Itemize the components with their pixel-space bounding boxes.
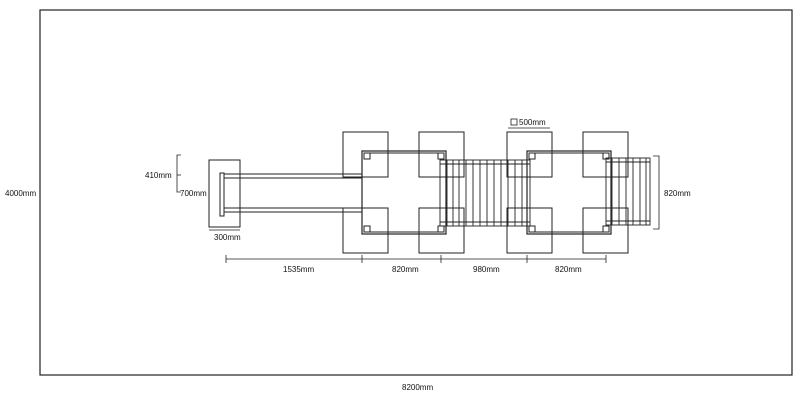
label-total-height: 4000mm [5,189,36,198]
dimension-lines [176,127,660,263]
post-right2-bottom-outer [582,207,629,254]
left-arms [224,173,362,213]
left-frame [361,150,447,235]
right-grille [605,157,651,226]
label-left-box-300: 300mm [214,233,241,242]
right-frame-corner-bl [528,225,536,233]
label-offset-410: 410mm [145,171,172,180]
post-right1-bottom-outer [506,207,553,254]
left-post-group [342,131,465,254]
label-span-980: 980mm [473,265,500,274]
bellows [439,159,531,227]
right-frame [526,150,612,235]
left-frame-corner-tr [437,152,445,160]
left-frame-corner-bl [363,225,371,233]
outer-boundary [39,9,793,376]
post-left-bottom-outer [342,207,389,254]
label-span-1535: 1535mm [283,265,314,274]
left-box [208,159,241,228]
right-post-group [506,131,629,254]
post-left-top-outer [342,131,389,178]
label-post-size-500: 500mm [519,118,546,127]
label-right-height-820: 820mm [664,189,691,198]
left-box-inner [219,172,225,217]
right-frame-corner-br [602,225,610,233]
label-span-820-left: 820mm [392,265,419,274]
post-mid-bottom-outer [418,207,465,254]
label-span-820-right: 820mm [555,265,582,274]
left-frame-corner-tl [363,152,371,160]
post-right2-top-outer [582,131,629,178]
left-frame-corner-br [437,225,445,233]
post-mid-top-outer [418,131,465,178]
label-total-width: 8200mm [402,383,433,392]
post-size-square-icon [510,118,518,126]
label-arm-spacing-700: 700mm [180,189,207,198]
post-right1-top-outer [506,131,553,178]
right-frame-corner-tl [528,152,536,160]
